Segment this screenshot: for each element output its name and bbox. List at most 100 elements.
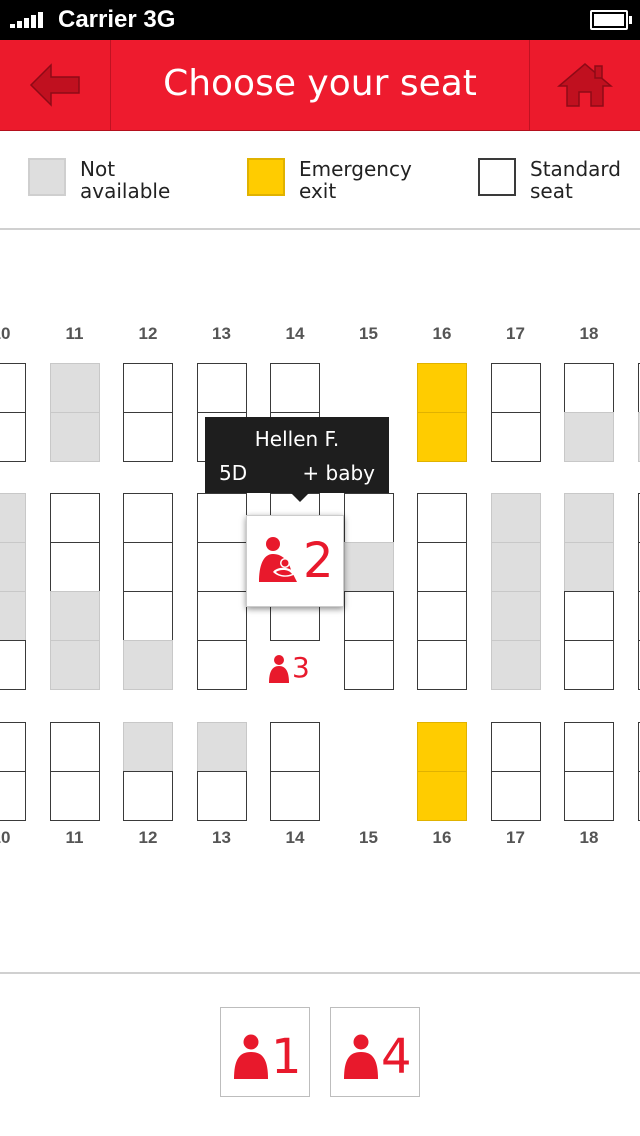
seat-passenger-marker[interactable]: 3 — [268, 650, 318, 686]
seat-17C — [490, 493, 541, 543]
tooltip-passenger-name: Hellen F. — [254, 427, 340, 451]
seat-18F[interactable] — [564, 640, 614, 690]
arrow-left-icon — [29, 63, 80, 107]
home-button[interactable] — [529, 40, 640, 130]
seat-13D[interactable] — [196, 542, 247, 592]
legend-label: Standard seat — [530, 157, 621, 203]
column-label: 14 — [285, 324, 305, 343]
seat-15E[interactable] — [343, 591, 394, 641]
seat-13F[interactable] — [196, 640, 247, 690]
seat-12C[interactable] — [123, 493, 173, 543]
column-label: 16 — [432, 324, 452, 343]
seat-18H[interactable] — [564, 771, 614, 821]
seat-18C — [564, 493, 614, 543]
seat-10G[interactable] — [0, 722, 26, 772]
seat-16D[interactable] — [417, 542, 467, 592]
column-label: 15 — [359, 324, 378, 343]
seat-18A[interactable] — [564, 363, 614, 413]
seat-11H[interactable] — [49, 771, 100, 821]
column-label: 13 — [212, 324, 231, 343]
legend-swatch-standard-seat — [478, 158, 516, 196]
column-label: 10 — [0, 828, 11, 847]
seat-15F[interactable] — [343, 640, 394, 690]
tooltip-extra: + baby — [302, 461, 375, 485]
seat-legend: Not available Emergency exit Standard se… — [0, 130, 640, 230]
seat-13A[interactable] — [196, 363, 247, 413]
seat-12H[interactable] — [123, 771, 173, 821]
passenger-number: 4 — [381, 1029, 412, 1085]
seat-11F — [49, 640, 100, 690]
seat-17E — [490, 591, 541, 641]
parent-with-baby-icon — [259, 537, 297, 582]
column-label: 18 — [579, 324, 599, 343]
seat-19F[interactable] — [637, 640, 640, 690]
seat-18G[interactable] — [564, 722, 614, 772]
seat-16H[interactable] — [417, 771, 467, 821]
seat-12E[interactable] — [123, 591, 173, 641]
seat-16F[interactable] — [417, 640, 467, 690]
seat-10F[interactable] — [0, 640, 26, 690]
seat-10B[interactable] — [0, 412, 26, 462]
seat-14A[interactable] — [270, 363, 320, 413]
seat-14G[interactable] — [270, 722, 320, 772]
seat-13H[interactable] — [196, 771, 247, 821]
legend-swatch-emergency-exit — [247, 158, 285, 196]
seat-16A[interactable] — [417, 363, 467, 413]
seat-14H[interactable] — [270, 771, 320, 821]
seat-12A[interactable] — [123, 363, 173, 413]
seat-10H[interactable] — [0, 771, 26, 821]
seat-18E[interactable] — [564, 591, 614, 641]
seat-13E[interactable] — [196, 591, 247, 641]
passenger-icon — [269, 655, 289, 683]
seat-16G[interactable] — [417, 722, 467, 772]
legend-label: Emergency exit — [299, 157, 412, 203]
seat-17A[interactable] — [490, 363, 541, 413]
passenger-tooltip: Hellen F. 5D + baby — [205, 417, 389, 502]
column-label: 14 — [285, 828, 305, 847]
column-label: 17 — [506, 828, 525, 847]
column-label: 16 — [432, 828, 452, 847]
passenger-card[interactable]: 1 — [220, 1007, 310, 1097]
back-button[interactable] — [0, 40, 111, 130]
seat-10D — [0, 542, 26, 592]
seat-16E[interactable] — [417, 591, 467, 641]
seat-marker-number: 3 — [292, 651, 310, 684]
seat-13C[interactable] — [196, 493, 247, 543]
divider — [0, 972, 640, 974]
seat-10A[interactable] — [0, 363, 26, 413]
seat-17F — [490, 640, 541, 690]
seat-11E — [49, 591, 100, 641]
seat-10C — [0, 493, 26, 543]
seat-12B[interactable] — [123, 412, 173, 462]
selected-passenger-marker[interactable]: 2 — [246, 515, 344, 607]
seat-17H[interactable] — [490, 771, 541, 821]
seat-11C[interactable] — [49, 493, 100, 543]
seat-12F — [123, 640, 173, 690]
seat-19B — [637, 412, 640, 462]
seat-15C[interactable] — [343, 493, 394, 543]
column-label: 10 — [0, 324, 11, 343]
legend-standard-seat: Standard seat — [478, 158, 640, 202]
seat-11D[interactable] — [49, 542, 100, 592]
seat-12D[interactable] — [123, 542, 173, 592]
seat-16C[interactable] — [417, 493, 467, 543]
seat-19H[interactable] — [637, 771, 640, 821]
column-label: 15 — [359, 828, 378, 847]
column-label: 12 — [138, 324, 158, 343]
passenger-card[interactable]: 4 — [330, 1007, 420, 1097]
carrier-label: Carrier 3G — [58, 6, 176, 33]
column-label: 17 — [506, 324, 525, 343]
seat-11G[interactable] — [49, 722, 100, 772]
seat-11A — [49, 363, 100, 413]
seat-17G[interactable] — [490, 722, 541, 772]
header-bar: Choose your seat — [0, 40, 640, 131]
seat-18D — [564, 542, 614, 592]
seat-16B[interactable] — [417, 412, 467, 462]
selected-marker-number: 2 — [303, 533, 334, 589]
status-bar: Carrier 3G — [0, 0, 640, 40]
seat-11B — [49, 412, 100, 462]
seat-17D — [490, 542, 541, 592]
passenger-number: 1 — [271, 1029, 302, 1085]
seat-17B[interactable] — [490, 412, 541, 462]
seat-13G — [196, 722, 247, 772]
